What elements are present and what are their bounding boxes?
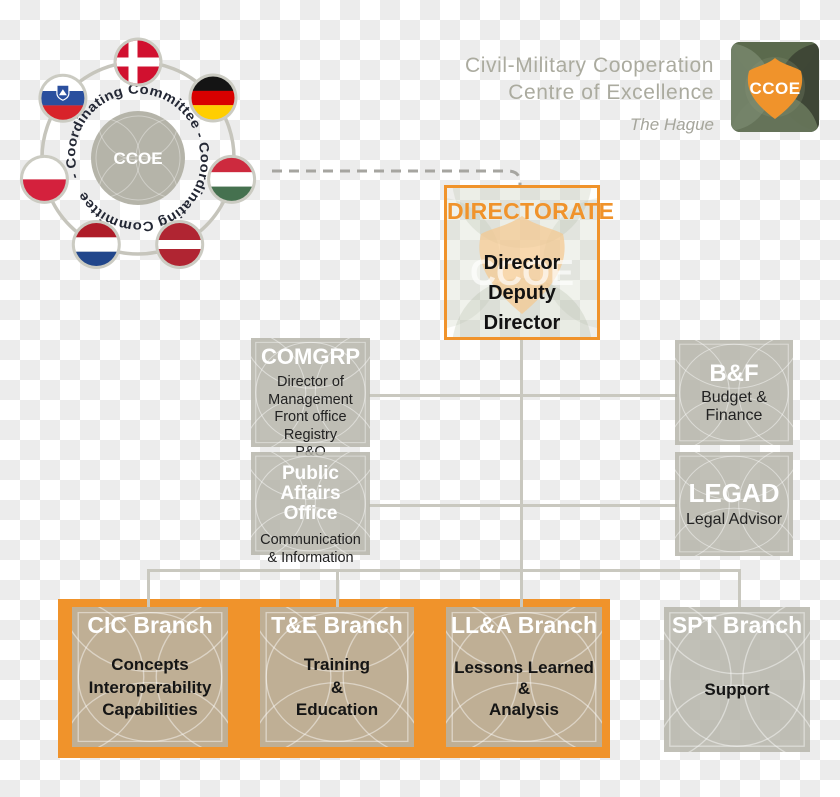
- cic-branch-box: CIC Branch Concepts Interoperability Cap…: [72, 607, 228, 747]
- spt-branch-box: SPT Branch Support: [664, 607, 810, 752]
- directorate-roles: Director Deputy Director: [447, 248, 597, 338]
- role-deputy-director: Deputy Director: [483, 282, 561, 334]
- branch-line: Support: [704, 680, 770, 700]
- comgrp-item: Front office: [274, 409, 347, 426]
- legad-box: LEGAD Legal Advisor: [675, 452, 793, 556]
- comgrp-item: Director of Management: [268, 374, 353, 408]
- branch-line: Analysis: [489, 699, 559, 719]
- bf-title: B&F: [709, 359, 759, 387]
- te-branch-title: T&E Branch: [271, 612, 403, 638]
- legad-subtitle: Legal Advisor: [685, 510, 783, 528]
- flag-poland-icon: [19, 154, 69, 204]
- flag-denmark-icon: [113, 37, 163, 87]
- ccoe-logo-label: CCOE: [749, 79, 800, 98]
- legad-title: LEGAD: [688, 477, 780, 508]
- directorate-box: CCOE DIRECTORATE Director Deputy Directo…: [444, 185, 615, 340]
- svg-text:CCOE: CCOE: [470, 252, 574, 293]
- branch-line: Training: [303, 655, 371, 675]
- flag-latvia-icon: [155, 220, 205, 269]
- ccoe-logo: CCOE: [731, 42, 819, 132]
- pao-items: Communication & Information: [257, 532, 365, 567]
- connector-drop-spt: [738, 569, 741, 607]
- public-affairs-office-box: Public Affairs Office Communication & In…: [251, 452, 370, 566]
- comgrp-item: Registry: [283, 426, 338, 443]
- comgrp-title: COMGRP: [261, 344, 360, 369]
- header: Civil-Military Cooperation Centre of Exc…: [465, 52, 714, 135]
- te-branch-box: T&E Branch Training & Education: [260, 607, 414, 747]
- cic-branch-lines: Concepts Interoperability Capabilities: [89, 637, 212, 747]
- pao-item: Communication & Information: [260, 532, 361, 566]
- flag-slovenia-icon: [38, 73, 88, 123]
- location-label: The Hague: [629, 115, 714, 134]
- directorate-title: DIRECTORATE: [447, 198, 615, 224]
- lla-branch-box: LL&A Branch Lessons Learned & Analysis: [446, 607, 602, 747]
- branch-line: Education: [295, 700, 379, 720]
- comgrp-box: COMGRP Director of Management Front offi…: [251, 338, 370, 460]
- connector-branches-horizontal: [147, 569, 741, 572]
- role-director: Director: [483, 252, 561, 274]
- connector-pao-legad: [369, 504, 677, 507]
- connector-drop-cic: [147, 569, 150, 607]
- bf-box: B&F Budget & Finance: [675, 340, 793, 445]
- cic-branch-title: CIC Branch: [87, 612, 213, 638]
- branch-line: Concepts: [111, 655, 189, 675]
- connector-drop-te: [336, 569, 339, 607]
- branch-line: Interoperability: [88, 677, 212, 697]
- coordinating-committee-emblem: CCOE - Coordinating Committee - Coordina…: [19, 37, 257, 269]
- ccoe-shield-icon: [747, 58, 803, 119]
- committee-center-label: CCOE: [113, 149, 162, 168]
- spt-branch-title: SPT Branch: [671, 612, 803, 638]
- branch-line: Capabilities: [102, 700, 198, 720]
- connector-committee-directorate: [272, 169, 522, 187]
- flag-netherlands-icon: [71, 220, 121, 269]
- org-name-line1: Civil-Military Cooperation: [465, 54, 714, 77]
- directorate-watermark: CCOE: [447, 188, 597, 337]
- bf-subtitle: Budget & Finance: [701, 389, 767, 424]
- branch-line: &: [517, 678, 531, 698]
- lla-branch-lines: Lessons Learned & Analysis: [454, 637, 594, 747]
- pao-title: Public Affairs Office: [280, 463, 341, 524]
- branch-line: Lessons Learned: [454, 657, 594, 677]
- lla-branch-title: LL&A Branch: [450, 612, 598, 638]
- connector-directorate-vertical: [520, 340, 523, 607]
- flag-hungary-icon: [207, 154, 257, 204]
- connector-comgrp-bf: [369, 394, 677, 397]
- flag-germany-icon: [188, 73, 238, 123]
- org-name-line2: Centre of Excellence: [508, 81, 714, 104]
- comgrp-items: Director of Management Front office Regi…: [251, 374, 370, 462]
- te-branch-lines: Training & Education: [296, 637, 378, 747]
- branch-line: &: [330, 677, 344, 697]
- spt-branch-lines: Support: [704, 637, 769, 752]
